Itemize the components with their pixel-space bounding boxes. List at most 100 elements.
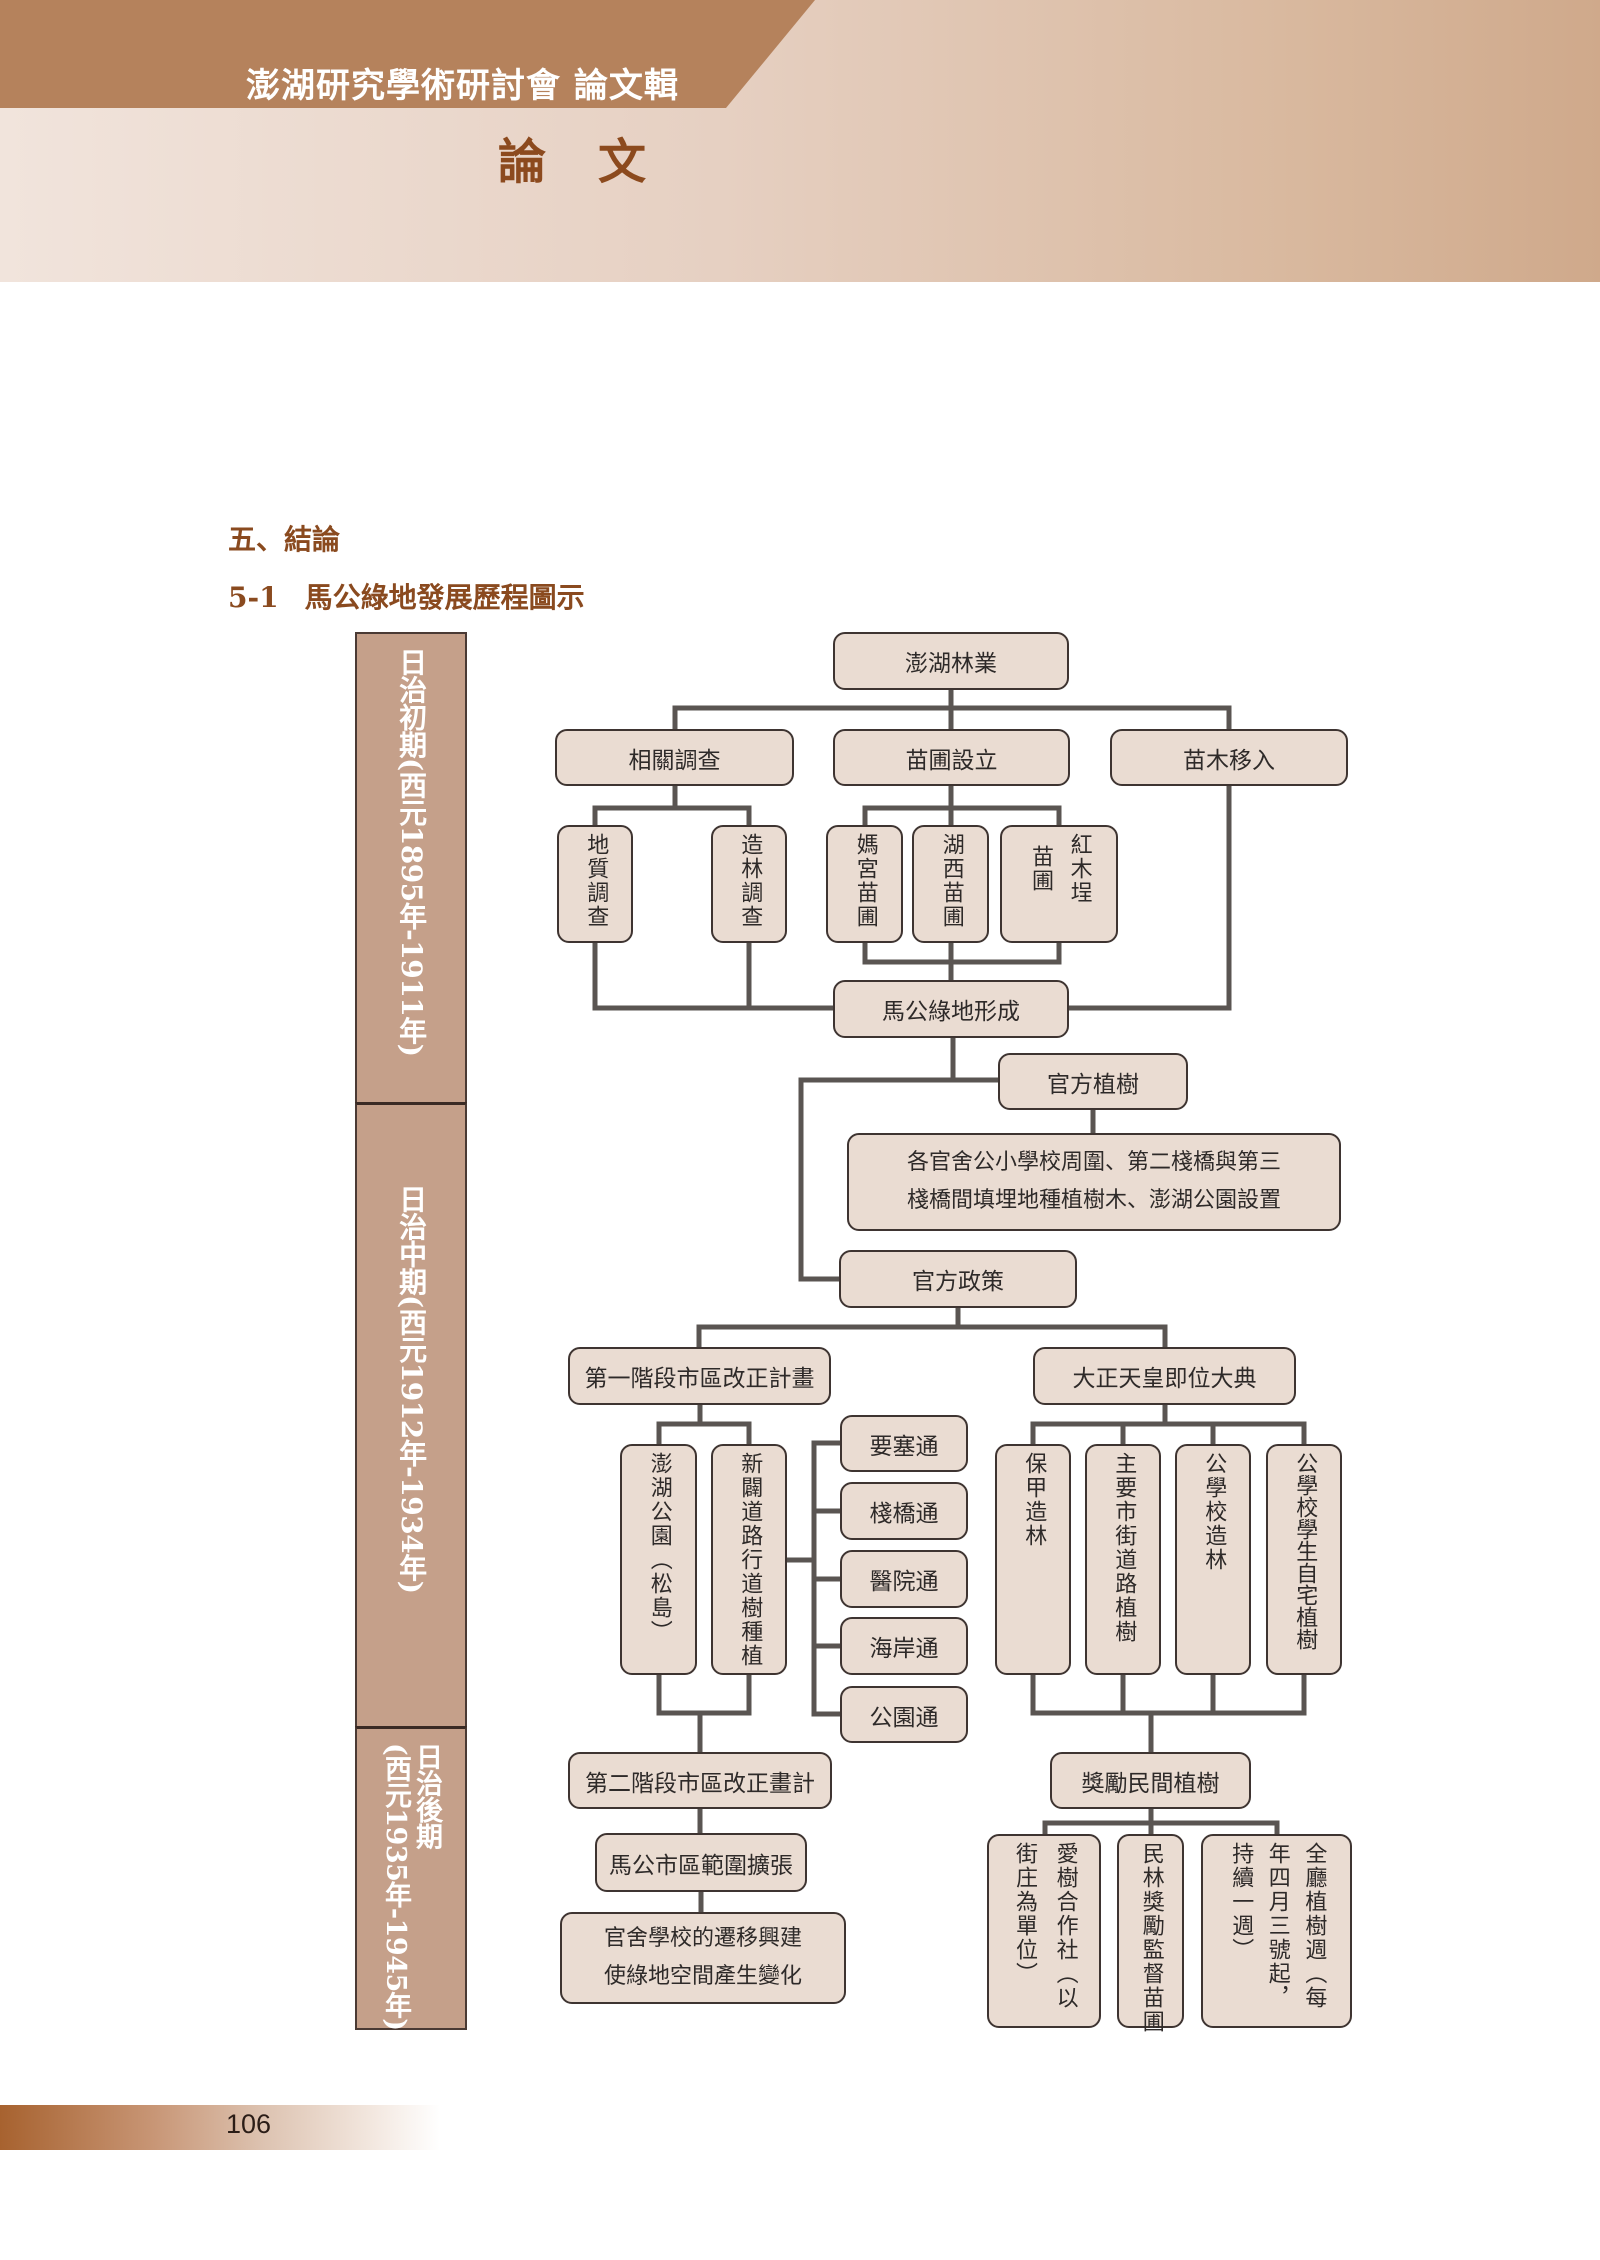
node-label: 苗圃設立 <box>905 747 998 774</box>
subsection-number: 5-1 <box>228 581 279 614</box>
node-label: 獎勵民間植樹 <box>1081 1770 1220 1797</box>
node-label: 第二階段市區改正畫計 <box>585 1770 815 1797</box>
node-private-incentive: 獎勵民間植樹 <box>1050 1752 1251 1809</box>
node-label: 持續一週） <box>1228 1842 1254 1962</box>
timeline-period-middle: 日治中期(西元1912年-1934年) <box>355 1102 467 1729</box>
node-label: 澎湖公園（松島） <box>646 1452 672 1644</box>
node-label: 紅木埕 <box>1066 833 1092 905</box>
node-label: 大正天皇即位大典 <box>1072 1366 1257 1392</box>
node-coronation: 大正天皇即位大典 <box>1033 1347 1296 1405</box>
timeline-period-years: (西元1935年-1945年) <box>380 1743 411 2031</box>
node-new-road-trees: 新闢道路行道樹種植 <box>711 1444 787 1675</box>
connector <box>696 1305 1168 1350</box>
node-label: 街庄為單位） <box>1012 1842 1037 1986</box>
node-label: 馬公綠地形成 <box>882 999 1020 1025</box>
node-official-policy: 官方政策 <box>839 1250 1077 1308</box>
node-relocation: 官舍學校的遷移興建 使綠地空間產生變化 <box>560 1912 846 2004</box>
connector <box>592 783 752 828</box>
timeline-period-label: 日治後期 <box>411 1743 443 1849</box>
node-student-home-planting: 公學校學生自宅植樹 <box>1266 1444 1342 1675</box>
node-label: 官方植樹 <box>1047 1071 1139 1098</box>
node-label: 地質調查 <box>583 833 609 929</box>
node-label-group: 愛樹合作社（以 街庄為單位） <box>1009 1842 1078 2010</box>
connector <box>656 1402 752 1447</box>
node-label: 各官舍公小學校周圍、第二棧橋與第三 <box>906 1149 1281 1175</box>
node-label: 苗圃 <box>1028 845 1053 893</box>
connector <box>862 783 1062 828</box>
node-huxi-nursery: 湖西苗圃 <box>912 825 989 943</box>
node-label: 棧橋通 <box>869 1501 939 1527</box>
node-street-coast: 海岸通 <box>840 1617 968 1675</box>
node-label: 民林獎勵監督苗圃 <box>1138 1842 1164 2034</box>
node-street-hospital: 醫院通 <box>840 1550 968 1608</box>
header-tab <box>0 0 815 108</box>
chapter-heading: 五、結論 <box>228 523 341 556</box>
connector <box>1066 783 1232 1011</box>
node-label: 官方政策 <box>912 1269 1004 1295</box>
subsection-heading: 5-1 馬公綠地發展歷程圖示 <box>228 576 585 616</box>
node-label-group: 全廳植樹週（每 年四月三號起， 持續一週） <box>1226 1842 1328 2010</box>
node-street-park: 公園通 <box>840 1686 968 1743</box>
node-label: 醫院通 <box>869 1569 939 1595</box>
timeline-period-label-group: 日治後期 (西元1935年-1945年) <box>380 1729 442 2031</box>
node-label: 新闢道路行道樹種植 <box>737 1452 763 1668</box>
connector <box>1030 1402 1307 1447</box>
subsection-title: 馬公綠地發展歷程圖示 <box>304 581 585 614</box>
connector <box>1030 1672 1307 1755</box>
node-label: 官舍學校的遷移興建 <box>603 1925 802 1951</box>
node-label: 公學校造林 <box>1201 1452 1227 1572</box>
node-seedlings: 苗木移入 <box>1110 729 1348 786</box>
node-label: 全廳植樹週（每 <box>1301 1842 1327 2010</box>
node-label: 相關調查 <box>628 747 721 774</box>
timeline-period-label: 日治初期(西元1895年-1911年) <box>395 648 429 1057</box>
node-label: 使綠地空間產生變化 <box>603 1964 802 1989</box>
footer-bar <box>0 2105 440 2150</box>
timeline-period-early: 日治初期(西元1895年-1911年) <box>355 632 467 1104</box>
node-label: 年四月三號起， <box>1264 1842 1290 2010</box>
node-street-pier: 棧橋通 <box>840 1482 968 1540</box>
node-baojia-afforestation: 保甲造林 <box>995 1444 1071 1675</box>
node-label: 馬公市區範圍擴張 <box>609 1852 793 1879</box>
node-label: 湖西苗圃 <box>938 833 964 929</box>
node-root: 澎湖林業 <box>833 632 1069 690</box>
node-geology-survey: 地質調查 <box>557 825 633 943</box>
node-label-group: 紅木埕 苗圃 <box>1025 833 1092 905</box>
node-school-afforestation: 公學校造林 <box>1175 1444 1251 1675</box>
node-nursery: 苗圃設立 <box>833 729 1070 786</box>
node-phase1: 第一階段市區改正計畫 <box>568 1347 831 1405</box>
node-label: 造林調查 <box>737 833 763 929</box>
node-label: 愛樹合作社（以 <box>1052 1842 1078 2010</box>
node-private-forest-nursery: 民林獎勵監督苗圃 <box>1117 1834 1184 2034</box>
node-afforestation-survey: 造林調查 <box>711 825 787 943</box>
page-number: 106 <box>226 2109 272 2139</box>
node-hongmuchen-nursery: 紅木埕 苗圃 <box>1000 825 1118 943</box>
node-phase2: 第二階段市區改正畫計 <box>568 1752 832 1809</box>
node-label: 棧橋間填埋地種植樹木、澎湖公園設置 <box>906 1188 1281 1213</box>
node-label: 公學校學生自宅植樹 <box>1292 1452 1318 1650</box>
node-label: 媽宮苗圃 <box>852 833 878 929</box>
node-label: 要塞通 <box>869 1433 939 1460</box>
node-street-tree-planting: 主要市街道路植樹 <box>1085 1444 1161 1675</box>
timeline-period-late: 日治後期 (西元1935年-1945年) <box>355 1726 467 2031</box>
connector <box>862 940 1062 983</box>
node-label: 公園通 <box>869 1704 939 1731</box>
node-official-planting-detail: 各官舍公小學校周圍、第二棧橋與第三 棧橋間填埋地種植樹木、澎湖公園設置 <box>847 1133 1341 1231</box>
section-label: 論文 <box>498 134 699 190</box>
node-label: 主要市街道路植樹 <box>1111 1452 1137 1644</box>
node-penghu-park: 澎湖公園（松島） <box>620 1444 697 1675</box>
node-survey: 相關調查 <box>555 729 794 786</box>
journal-title: 澎湖研究學術研討會 論文輯 <box>246 66 679 106</box>
connector <box>784 1440 843 1717</box>
node-label: 海岸通 <box>869 1636 939 1662</box>
node-label: 第一階段市區改正計畫 <box>584 1366 815 1392</box>
node-label-group: 官舍學校的遷移興建 使綠地空間產生變化 <box>604 1920 802 1997</box>
connector <box>697 1806 704 1915</box>
connector <box>798 1035 1002 1282</box>
node-formation: 馬公綠地形成 <box>833 980 1069 1038</box>
node-magong-nursery: 地質調查媽宮苗圃 <box>826 825 903 943</box>
node-official-planting: 官方植樹 <box>998 1053 1188 1110</box>
connector <box>1042 1806 1280 1837</box>
connector <box>672 687 1232 732</box>
connector <box>592 940 836 1011</box>
